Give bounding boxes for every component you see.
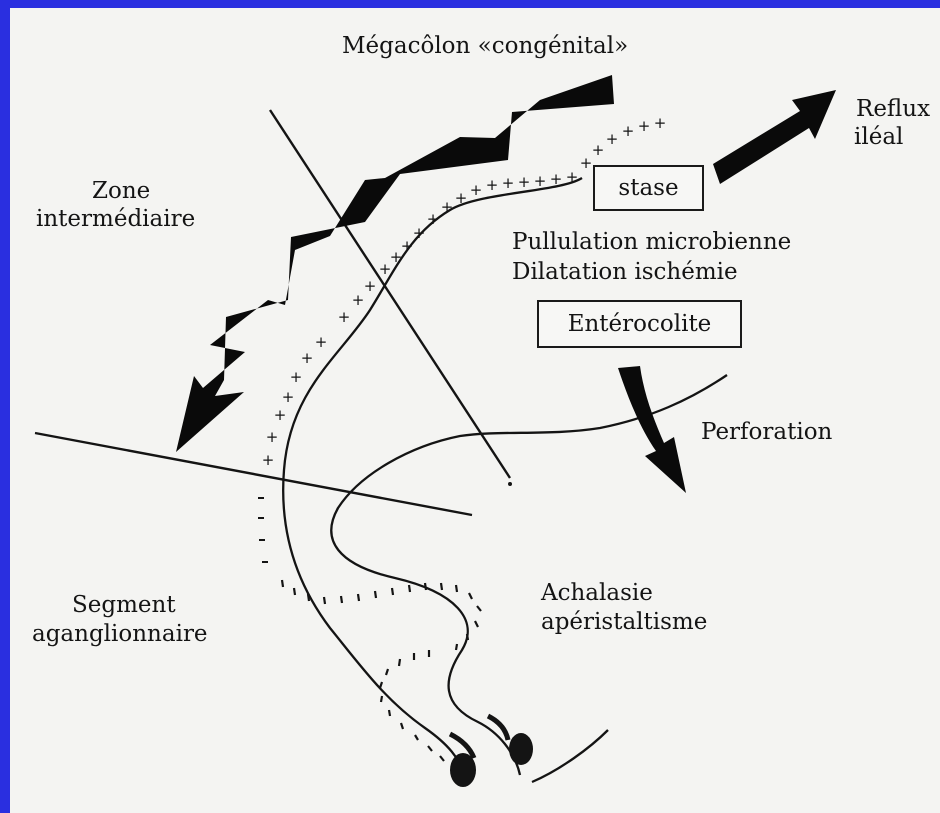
svg-text:+: +	[427, 210, 440, 228]
zone-label-line1: Zone	[92, 178, 150, 205]
svg-text:+: +	[274, 406, 287, 424]
svg-text:+: +	[638, 117, 651, 135]
svg-text:+: +	[486, 176, 499, 194]
svg-text:+: +	[379, 260, 392, 278]
megacolon-diagram: +++ +++ +++ +++ +++ +++ +++ +++ +++ +++	[10, 8, 940, 813]
svg-text:+: +	[301, 349, 314, 367]
achalasie-label-line1: Achalasie	[541, 580, 653, 607]
svg-text:+: +	[390, 248, 403, 266]
svg-text:+: +	[413, 224, 426, 242]
svg-text:+: +	[282, 388, 295, 406]
svg-text:+: +	[470, 181, 483, 199]
minus-marks	[258, 498, 268, 562]
svg-text:+: +	[566, 168, 579, 186]
svg-text:+: +	[290, 368, 303, 386]
line-end-dot	[508, 482, 512, 486]
perforation-label: Perforation	[701, 419, 832, 446]
reflux-label-line1: Reflux	[856, 96, 930, 123]
reflux-label-line2: iléal	[854, 124, 903, 151]
diagram-panel: +++ +++ +++ +++ +++ +++ +++ +++ +++ +++	[10, 8, 940, 813]
reflux-arrow	[713, 90, 836, 184]
svg-text:+: +	[654, 114, 667, 132]
diagram-title: Mégacôlon «congénital»	[342, 33, 628, 60]
enterocolite-box: Entérocolite	[537, 300, 742, 348]
svg-text:+: +	[580, 154, 593, 172]
stase-box: stase	[593, 165, 704, 211]
svg-text:+: +	[315, 333, 328, 351]
svg-text:+: +	[401, 237, 414, 255]
diagonal-line	[270, 110, 510, 478]
svg-text:+: +	[606, 130, 619, 148]
colon-lower-right-contour	[532, 730, 608, 782]
dilatation-label: Dilatation ischémie	[512, 259, 738, 286]
zone-label-line2: intermédiaire	[36, 206, 195, 233]
horizontal-line	[35, 433, 472, 515]
svg-text:+: +	[592, 141, 605, 159]
perforation-arrow	[618, 366, 686, 493]
segment-label-line2: aganglionnaire	[32, 621, 208, 648]
svg-text:+: +	[622, 122, 635, 140]
svg-text:+: +	[266, 428, 279, 446]
svg-text:+: +	[455, 189, 468, 207]
pullulation-label: Pullulation microbienne	[512, 229, 791, 256]
svg-text:+: +	[534, 172, 547, 190]
svg-text:+: +	[502, 174, 515, 192]
svg-text:+: +	[338, 308, 351, 326]
svg-text:+: +	[352, 291, 365, 309]
achalasie-label-line2: apéristaltisme	[541, 609, 707, 636]
ganglion-blob-right	[509, 733, 533, 765]
svg-text:+: +	[262, 451, 275, 469]
svg-text:+: +	[441, 198, 454, 216]
svg-text:+: +	[518, 173, 531, 191]
svg-text:+: +	[550, 170, 563, 188]
svg-text:+: +	[364, 277, 377, 295]
segment-label-line1: Segment	[72, 592, 176, 619]
